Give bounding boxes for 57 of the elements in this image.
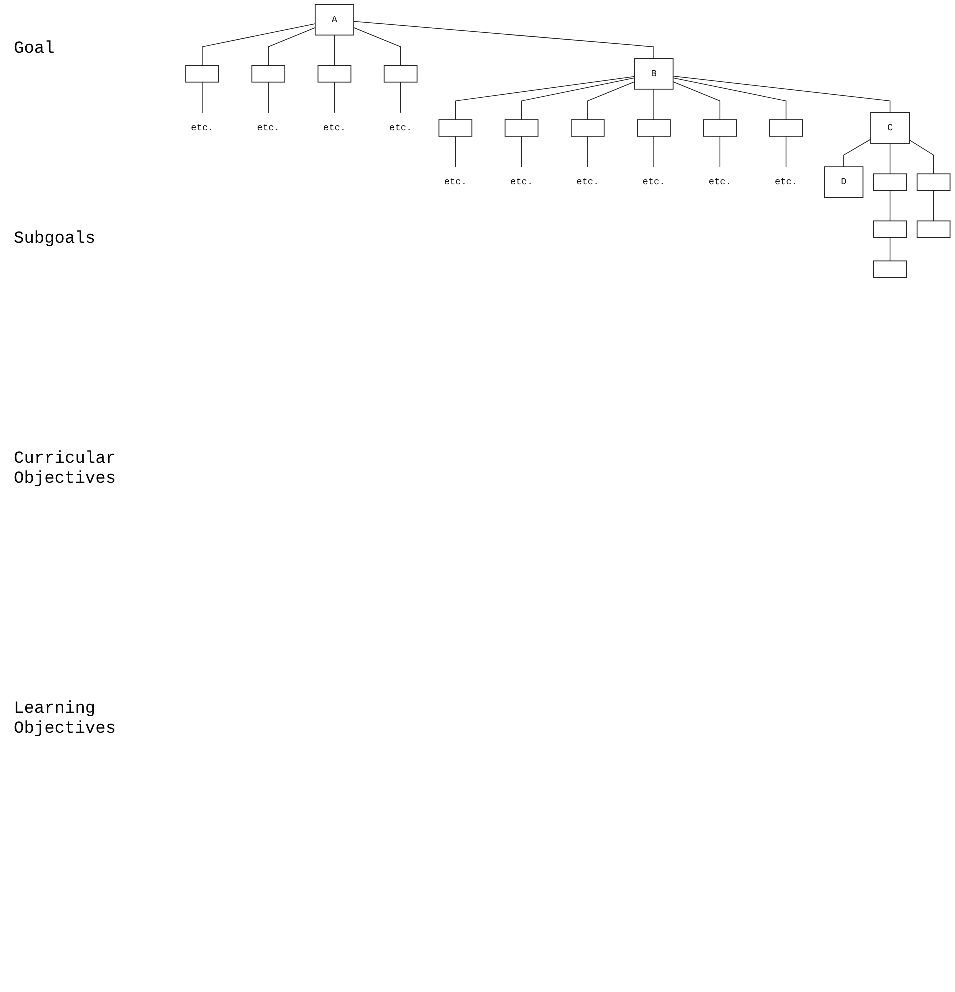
- connector: [455, 136, 456, 168]
- connector: [672, 76, 891, 114]
- node-box: [873, 260, 908, 278]
- node-box: [438, 120, 473, 137]
- node-box: [252, 65, 286, 83]
- connector: [720, 136, 721, 168]
- connector: [890, 237, 891, 262]
- node-text: etc.: [444, 177, 467, 188]
- connector: [400, 82, 402, 114]
- connector: [354, 21, 654, 60]
- node-text: etc.: [257, 122, 280, 134]
- node-text: etc.: [576, 177, 600, 188]
- connector: [202, 82, 203, 114]
- connector: [455, 76, 636, 120]
- node-box: [318, 65, 352, 83]
- node-text: etc.: [390, 122, 412, 134]
- node-text: etc.: [642, 177, 666, 188]
- level-label: Learning Objectives: [14, 700, 118, 741]
- node-text: etc.: [323, 122, 346, 134]
- level-label: Subgoals: [14, 230, 97, 250]
- node-box: C: [870, 112, 910, 144]
- node-box: [637, 120, 671, 137]
- connector: [521, 136, 522, 168]
- node-box: A: [314, 4, 354, 36]
- node-box: [703, 120, 738, 137]
- connector: [890, 190, 891, 222]
- connector: [334, 82, 336, 114]
- node-text: etc.: [708, 177, 732, 188]
- connector: [588, 82, 636, 120]
- node-text: etc.: [191, 122, 214, 134]
- node-box: [873, 174, 908, 192]
- connector: [268, 28, 316, 66]
- connector: [521, 78, 636, 120]
- node-box: [571, 120, 605, 137]
- connector: [672, 78, 787, 120]
- node-box: [186, 65, 220, 83]
- node-box: [873, 220, 908, 238]
- node-box: [916, 174, 951, 192]
- node-text: etc.: [774, 177, 798, 188]
- level-label: Goal: [14, 40, 56, 60]
- connector: [334, 34, 336, 66]
- connector: [672, 82, 721, 120]
- node-box: [769, 120, 804, 137]
- connector: [786, 136, 787, 168]
- node-box: [504, 120, 539, 137]
- connector: [890, 143, 891, 174]
- connector: [933, 190, 934, 222]
- connector: [268, 82, 269, 114]
- level-label: Curricular Objectives: [14, 450, 118, 491]
- node-box: [916, 220, 951, 238]
- node-box: [384, 65, 418, 83]
- node-box: B: [634, 58, 674, 90]
- node-text: etc.: [510, 177, 534, 188]
- connector: [202, 24, 316, 66]
- connector: [354, 28, 402, 66]
- node-box: D: [824, 166, 864, 198]
- connector: [844, 139, 872, 168]
